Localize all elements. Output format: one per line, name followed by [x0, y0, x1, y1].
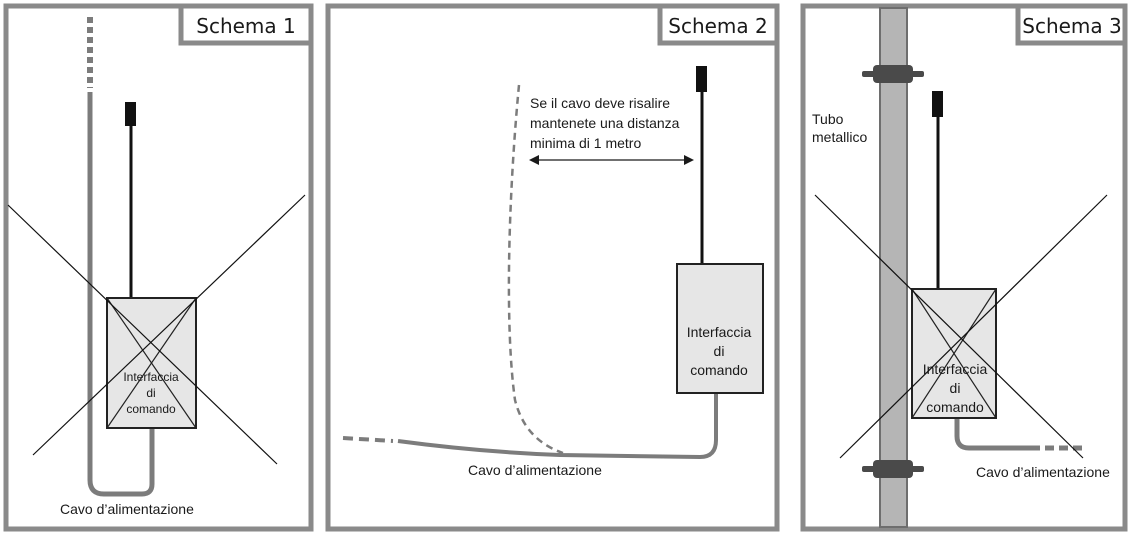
antenna-tip — [125, 102, 136, 126]
rising-cable-dashed — [507, 84, 564, 455]
device-label-line3: comando — [126, 402, 176, 416]
device-label-line2: di — [950, 380, 961, 396]
title-tab — [178, 3, 314, 46]
pipe-label-line1: Tubo — [812, 111, 844, 127]
device-label-line1: Interfaccia — [923, 361, 988, 377]
panel-title: Schema 3 — [1022, 14, 1122, 38]
device-label-line3: comando — [690, 362, 748, 378]
panel-frame — [3, 3, 314, 532]
power-cable — [954, 418, 1040, 451]
cable-label: Cavo d’alimentazione — [468, 462, 602, 478]
cross-out-line — [32, 194, 306, 456]
device-label-line2: di — [146, 386, 155, 400]
pipe-label-line2: metallico — [812, 129, 867, 145]
title-tab — [657, 3, 780, 46]
antenna-tip — [696, 66, 707, 92]
antenna-tip — [932, 91, 943, 117]
cable-label: Cavo d’alimentazione — [60, 501, 194, 517]
box-cross — [911, 288, 997, 419]
cable-label: Cavo d’alimentazione — [976, 464, 1110, 480]
device-label-line1: Interfaccia — [687, 324, 752, 340]
panel-schema-1: Schema 1 Interfaccia di comando Cavo d’a… — [3, 3, 314, 532]
pipe-clamp — [862, 65, 924, 83]
panel-title: Schema 1 — [196, 14, 296, 38]
metal-pipe — [879, 7, 908, 528]
note-line3: minima di 1 metro — [530, 135, 641, 151]
cross-out-line — [7, 204, 278, 465]
cross-out-line — [814, 194, 1084, 459]
device-label-line1: Interfaccia — [123, 370, 179, 384]
panel-schema-2: Schema 2 Interfaccia di comando Se il ca… — [325, 3, 780, 532]
note-line2: mantenete una distanza — [530, 115, 680, 131]
cable-dashed — [342, 436, 394, 443]
panel-title: Schema 2 — [668, 14, 768, 38]
title-tab — [1015, 3, 1128, 46]
control-interface-box — [676, 263, 764, 394]
device-label-line2: di — [714, 343, 725, 359]
device-label-line3: comando — [926, 399, 984, 415]
pipe-clamp — [862, 460, 924, 478]
box-cross — [106, 297, 197, 429]
panel-frame — [800, 3, 1128, 532]
panel-schema-3: Schema 3 Tubo metallico Interfaccia di c… — [800, 3, 1128, 532]
power-cable — [87, 92, 155, 497]
note-line1: Se il cavo deve risalire — [530, 95, 670, 111]
power-cable — [397, 393, 718, 460]
cross-out-line — [839, 194, 1108, 459]
